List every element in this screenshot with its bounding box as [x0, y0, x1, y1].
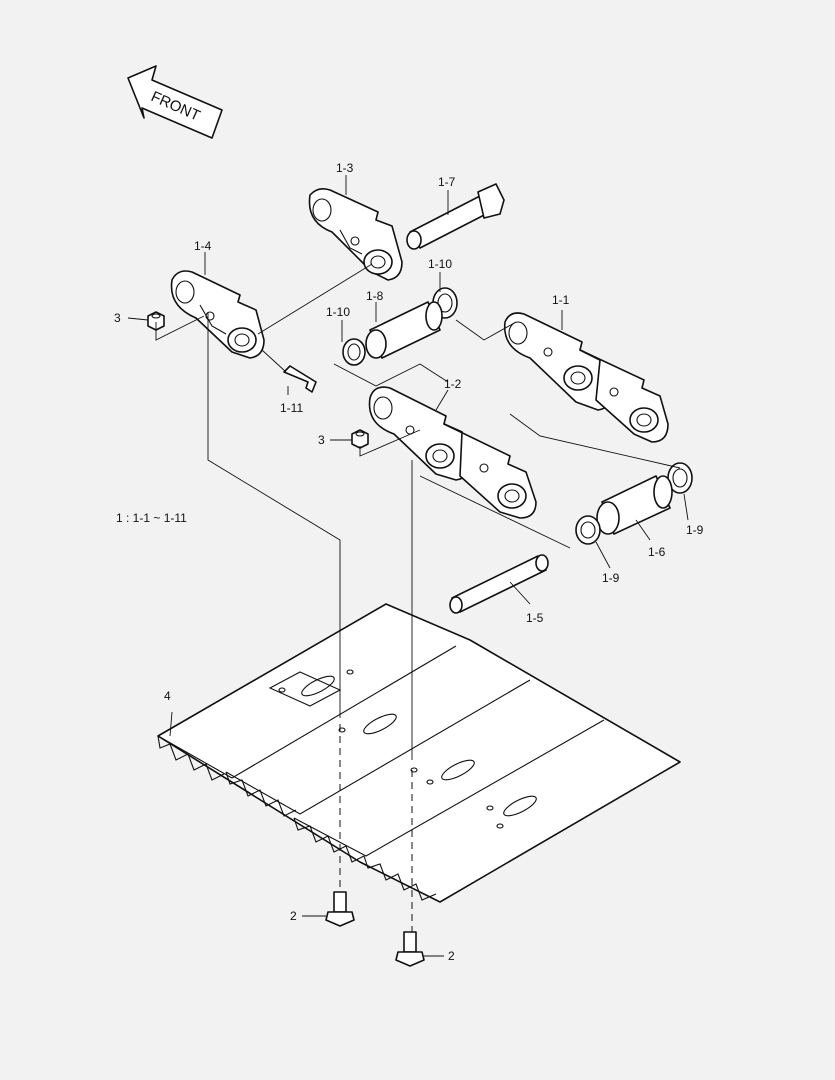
nut-3-upper	[147, 311, 165, 331]
label-1-10-upper: 1-10	[428, 257, 452, 271]
part-labels: 1-3 1-7 1-4 1-10 1-8 1-1 1-10 3 1-2 1-11…	[114, 161, 704, 963]
seal-1-9-left	[575, 515, 601, 545]
label-1-10-lower: 1-10	[326, 305, 350, 319]
leader-lines	[127, 175, 689, 957]
cotter-pin-1-11	[283, 365, 317, 393]
bushing-1-6	[596, 475, 673, 535]
seal-1-10-lower	[342, 338, 366, 366]
label-1-4: 1-4	[194, 239, 212, 253]
label-1-11: 1-11	[280, 401, 303, 415]
label-3-lower: 3	[318, 433, 325, 447]
link-1-3	[308, 188, 403, 281]
label-1-8: 1-8	[366, 289, 384, 303]
link-1-1	[503, 312, 669, 443]
label-2-right: 2	[448, 949, 455, 963]
pin-1-7	[406, 183, 505, 250]
track-shoes-4	[157, 603, 681, 903]
bolt-2-right	[395, 931, 425, 967]
label-4: 4	[164, 689, 171, 703]
label-2-left: 2	[290, 909, 297, 923]
bushing-1-8	[365, 301, 443, 359]
pin-1-5	[449, 554, 549, 614]
nut-3-lower	[351, 429, 369, 449]
label-1-1: 1-1	[552, 293, 570, 307]
label-1-9-right: 1-9	[686, 523, 704, 537]
label-1-5: 1-5	[526, 611, 544, 625]
label-1-2: 1-2	[444, 377, 462, 391]
dashed-bolt-lines	[339, 724, 413, 932]
link-1-2	[368, 386, 537, 519]
link-1-4	[170, 270, 265, 359]
range-note: 1 : 1-1 ~ 1-11	[116, 511, 187, 525]
label-1-9-left: 1-9	[602, 571, 620, 585]
label-1-3: 1-3	[336, 161, 354, 175]
front-arrow: FRONT	[127, 65, 223, 139]
bolt-2-left	[325, 891, 355, 927]
label-1-6: 1-6	[648, 545, 666, 559]
label-1-7: 1-7	[438, 175, 456, 189]
label-3-upper: 3	[114, 311, 121, 325]
